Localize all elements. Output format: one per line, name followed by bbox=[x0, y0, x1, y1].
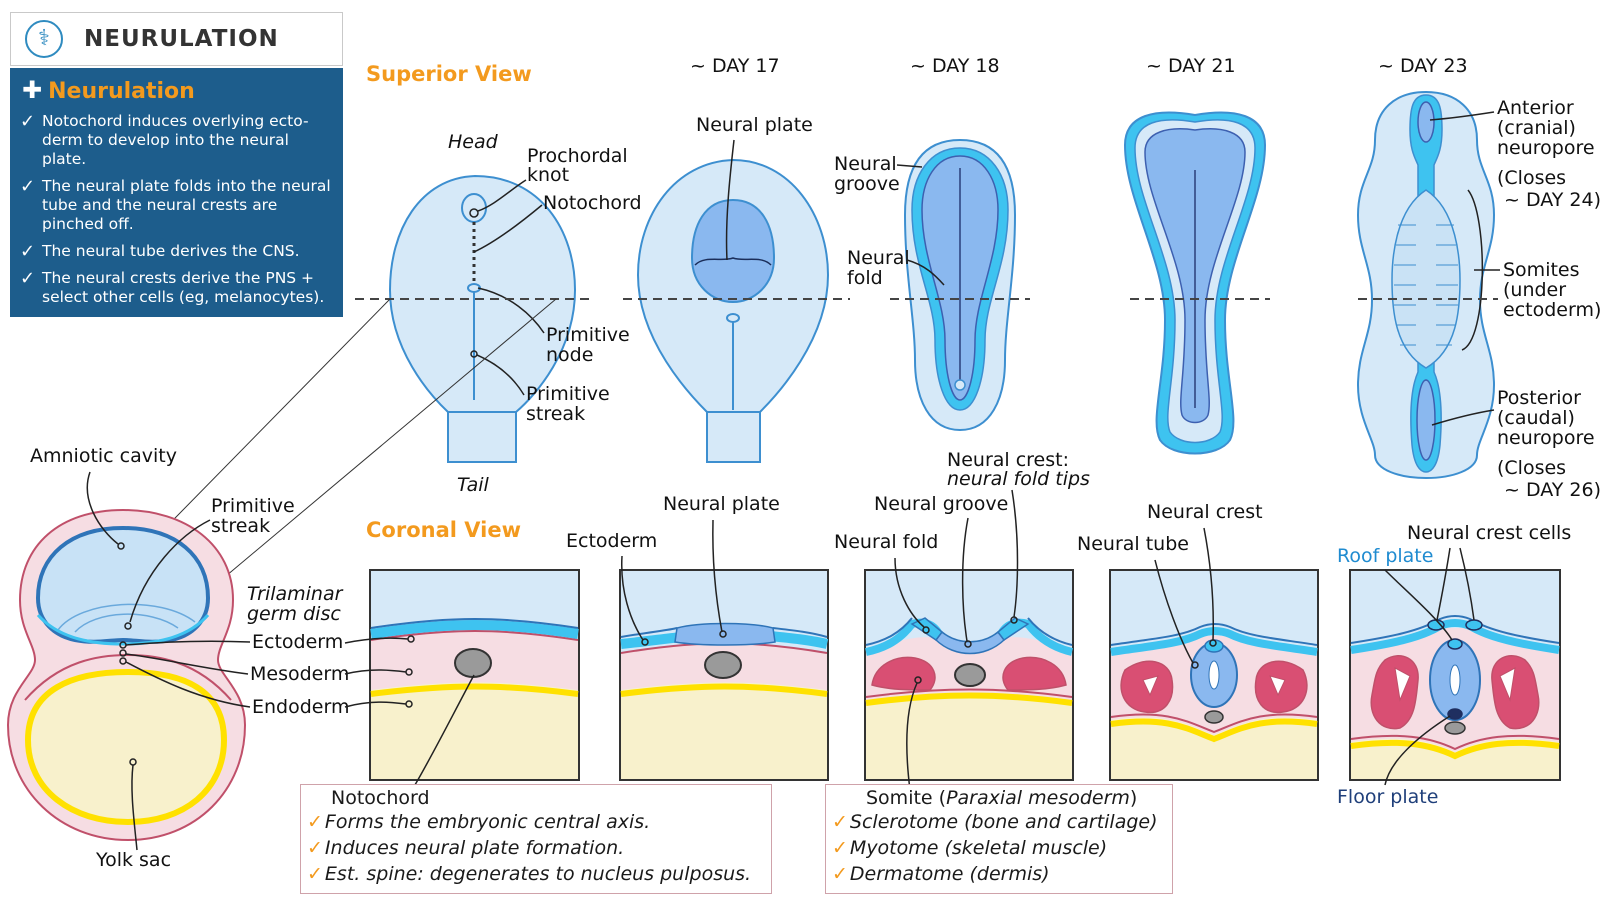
floor-plate-label: Floor plate bbox=[1337, 786, 1438, 808]
check-icon: ✓ bbox=[20, 111, 36, 132]
roof-plate-label: Roof plate bbox=[1337, 545, 1433, 567]
info-heading: ✚Neurulation bbox=[22, 76, 333, 104]
check-icon: ✓ bbox=[307, 811, 323, 833]
info-heading-text: Neurulation bbox=[48, 79, 195, 104]
check-icon: ✓ bbox=[832, 863, 848, 885]
superior-view-title: Superior View bbox=[366, 62, 532, 86]
coronal-panel-2 bbox=[619, 569, 829, 781]
neural-plate-coronal-label: Neural plate bbox=[663, 493, 780, 515]
head-label: Head bbox=[448, 131, 499, 153]
info-item: ✓ The neural tube derives the CNS. bbox=[20, 242, 333, 261]
neural-crest-cells-label: Neural crest cells bbox=[1407, 522, 1571, 544]
title-box: ⚕ NEURULATION bbox=[10, 12, 343, 66]
coronal-panel-3 bbox=[864, 569, 1074, 781]
info-item: ✓ Notochord induces overlying ecto-derm t… bbox=[20, 112, 333, 169]
check-icon: ✓ bbox=[307, 837, 323, 859]
plus-icon: ✚ bbox=[22, 76, 43, 104]
ectoderm-coronal-label: Ectoderm bbox=[566, 530, 657, 552]
posterior-closes-label: (Closes~ DAY 26) bbox=[1497, 457, 1600, 501]
check-icon: ✓ bbox=[20, 268, 36, 289]
note-item-text: Forms the embryonic central axis. bbox=[324, 811, 651, 833]
note-item-text: Induces neural plate formation. bbox=[324, 837, 625, 859]
neural-crest-tips-label: Neural crest:neural fold tips bbox=[947, 449, 1090, 490]
check-icon: ✓ bbox=[832, 811, 848, 833]
info-item: ✓ The neural crests derive the PNS + sele… bbox=[20, 269, 333, 307]
note-item: ✓Dermatome (dermis) bbox=[832, 861, 1172, 887]
coronal-panel-1 bbox=[369, 569, 580, 781]
check-icon: ✓ bbox=[307, 863, 323, 885]
somite-note-title: Somite (Paraxial mesoderm) bbox=[866, 787, 1172, 809]
embryo-superior-day17 bbox=[636, 158, 830, 463]
coronal-panel-5 bbox=[1349, 569, 1561, 781]
endoderm-label: Endoderm bbox=[252, 696, 349, 718]
note-item-text: Myotome (skeletal muscle) bbox=[849, 837, 1108, 859]
embryo-superior-day23 bbox=[1356, 90, 1496, 480]
neural-tube-label: Neural tube bbox=[1077, 533, 1189, 555]
note-item: ✓Sclerotome (bone and cartilage) bbox=[832, 809, 1172, 835]
note-item: ✓Est. spine: degenerates to nucleus pulp… bbox=[307, 861, 771, 887]
anterior-closes-label: (Closes~ DAY 24) bbox=[1497, 167, 1600, 211]
check-icon: ✓ bbox=[20, 241, 36, 262]
day-label: ~ DAY 18 bbox=[910, 55, 1000, 77]
neural-plate-superior-label: Neural plate bbox=[696, 114, 813, 136]
note-item: ✓Forms the embryonic central axis. bbox=[307, 809, 771, 835]
neural-fold-coronal-label: Neural fold bbox=[834, 531, 938, 553]
notochord-label: Notochord bbox=[543, 192, 642, 214]
coronal-panel-4 bbox=[1109, 569, 1319, 781]
posterior-neuropore-label: Posterior(caudal)neuropore bbox=[1497, 387, 1595, 449]
note-item-text: Dermatome (dermis) bbox=[849, 863, 1050, 885]
day-label: ~ DAY 23 bbox=[1378, 55, 1468, 77]
check-icon: ✓ bbox=[832, 837, 848, 859]
note-item: ✓Myotome (skeletal muscle) bbox=[832, 835, 1172, 861]
bilaminar-embryo-section bbox=[6, 508, 247, 842]
embryo-superior-primitive-streak bbox=[388, 174, 577, 463]
coronal-view-title: Coronal View bbox=[366, 518, 521, 542]
info-item-text: The neural tube derives the CNS. bbox=[42, 242, 300, 260]
note-item-text: Est. spine: degenerates to nucleus pulpo… bbox=[324, 863, 752, 885]
tail-label: Tail bbox=[457, 474, 490, 496]
somite-note: Somite (Paraxial mesoderm) ✓Sclerotome (… bbox=[825, 784, 1173, 894]
info-item-text: The neural plate folds into the neural t… bbox=[42, 177, 331, 233]
somite-note-title-close: ) bbox=[1129, 787, 1138, 809]
yolk-sac-label: Yolk sac bbox=[95, 849, 171, 871]
anterior-neuropore-label: Anterior(cranial)neuropore bbox=[1497, 97, 1595, 159]
mesoderm-label: Mesoderm bbox=[250, 663, 349, 685]
day-label: ~ DAY 17 bbox=[690, 55, 780, 77]
info-item-text: The neural crests derive the PNS + selec… bbox=[42, 269, 325, 306]
info-box: ✚Neurulation ✓ Notochord induces overlyin… bbox=[10, 68, 343, 317]
somite-note-title-italic: Paraxial mesoderm bbox=[946, 787, 1130, 809]
ectoderm-label: Ectoderm bbox=[252, 631, 343, 653]
amniotic-cavity-label: Amniotic cavity bbox=[30, 445, 177, 467]
caduceus-icon: ⚕ bbox=[25, 20, 63, 58]
check-icon: ✓ bbox=[20, 176, 36, 197]
note-item-text: Sclerotome (bone and cartilage) bbox=[849, 811, 1158, 833]
neural-groove-coronal-label: Neural groove bbox=[874, 493, 1008, 515]
note-item: ✓Induces neural plate formation. bbox=[307, 835, 771, 861]
notochord-note: Notochord ✓Forms the embryonic central a… bbox=[300, 784, 772, 894]
embryo-superior-day21 bbox=[1123, 111, 1267, 455]
somite-note-title-text: Somite ( bbox=[866, 787, 947, 809]
notochord-note-title: Notochord bbox=[331, 787, 430, 809]
neural-crest-label: Neural crest bbox=[1147, 501, 1263, 523]
info-item-text: Notochord induces overlying ecto-derm to… bbox=[42, 112, 309, 168]
info-item: ✓ The neural plate folds into the neural … bbox=[20, 177, 333, 234]
page-title: NEURULATION bbox=[84, 26, 279, 52]
day-label: ~ DAY 21 bbox=[1146, 55, 1236, 77]
embryo-superior-day18 bbox=[903, 138, 1017, 432]
